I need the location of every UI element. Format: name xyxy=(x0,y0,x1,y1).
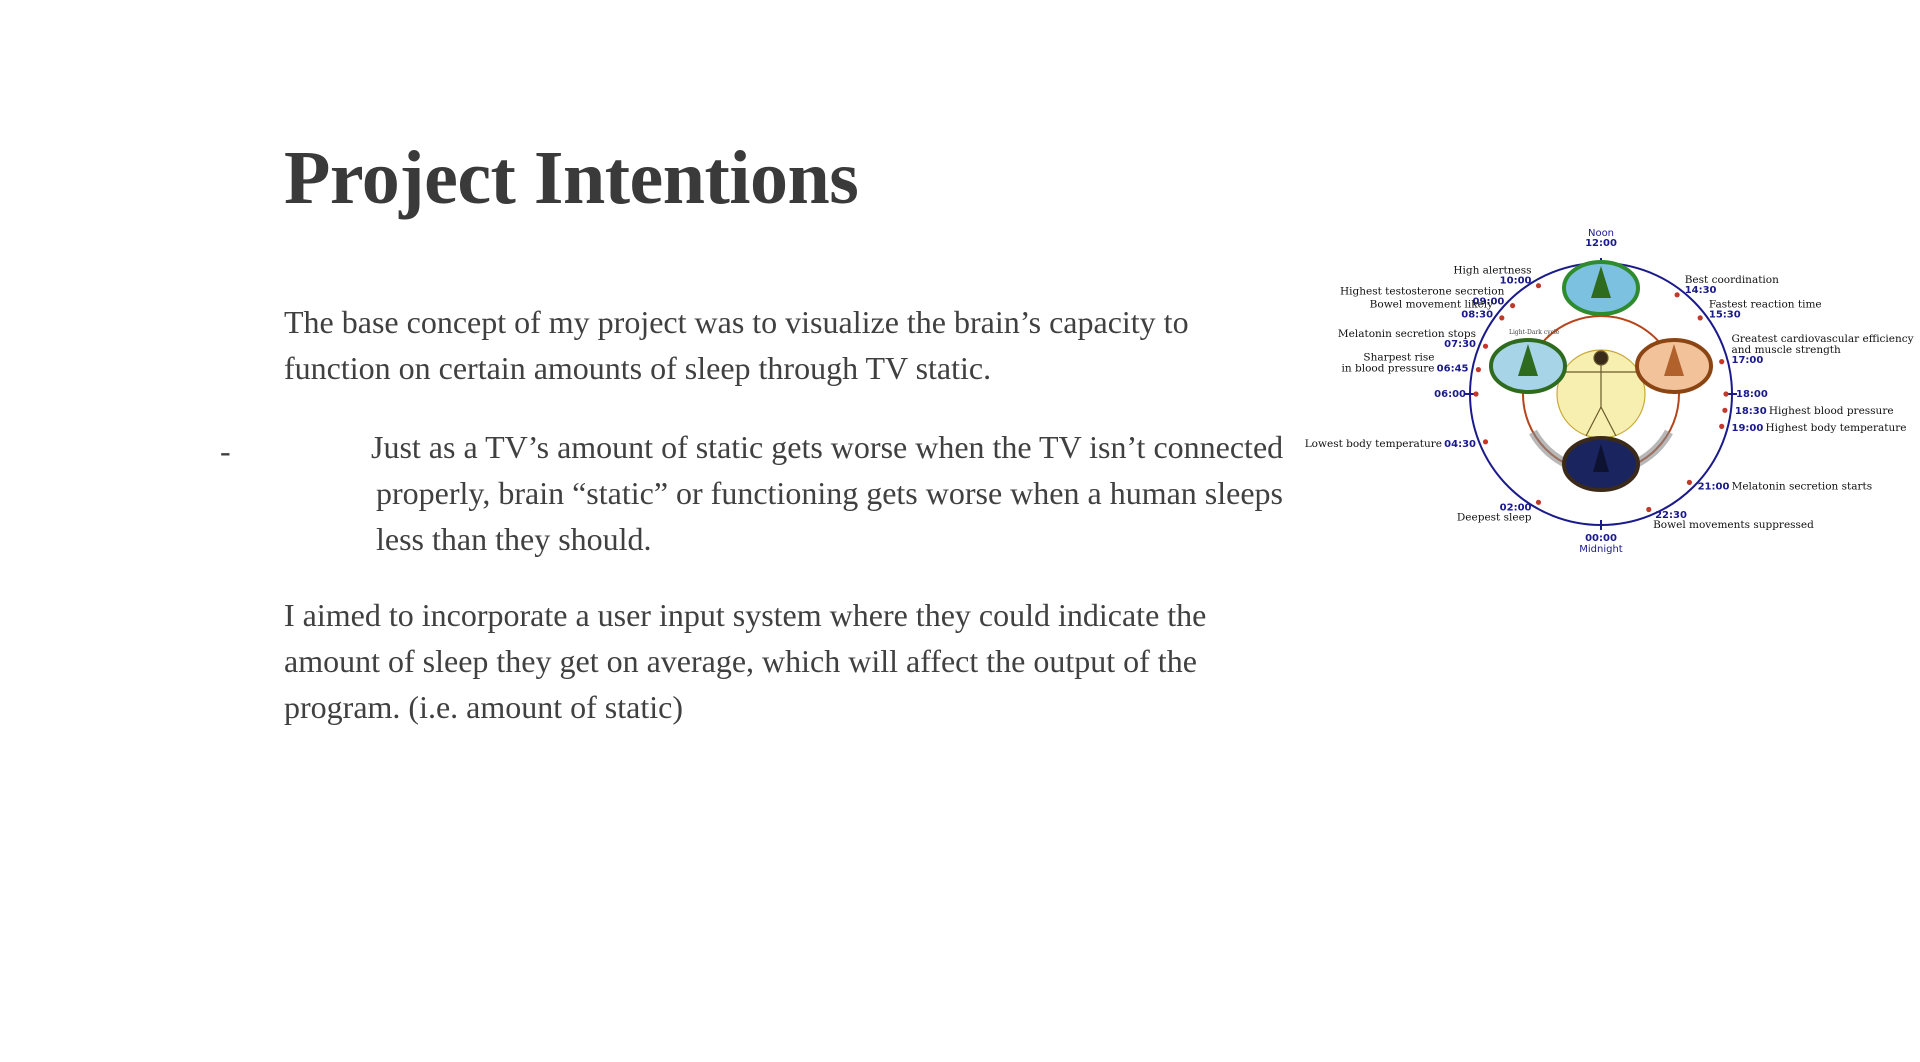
event-label: Highest testosterone secretion xyxy=(1340,285,1505,297)
midnight-time: 00:00 xyxy=(1585,533,1617,544)
light-dark-label: Light-Dark cycle xyxy=(1509,329,1560,336)
vitruvian-figure xyxy=(1556,349,1646,439)
noon-time: 12:00 xyxy=(1585,238,1617,249)
event-marker xyxy=(1723,391,1729,397)
event-time: 08:30 xyxy=(1461,309,1493,320)
event-time: 14:30 xyxy=(1685,285,1717,296)
event-time: 18:00 xyxy=(1736,389,1768,400)
event-time: 21:00 xyxy=(1698,482,1730,493)
event-time: 18:30 xyxy=(1735,406,1767,417)
event-marker xyxy=(1510,303,1516,309)
slide-title: Project Intentions xyxy=(284,136,859,220)
event-label: Highest body temperature xyxy=(1766,422,1907,434)
event-label: Best coordination xyxy=(1685,274,1779,286)
intro-paragraph: The base concept of my project was to vi… xyxy=(284,304,1189,386)
event-label: Fastest reaction time xyxy=(1709,298,1822,310)
event-label: Sharpest rise xyxy=(1363,351,1434,363)
event-label: Melatonin secretion stops xyxy=(1338,328,1476,340)
event-time: 06:45 xyxy=(1437,363,1469,374)
event-time: 09:00 xyxy=(1473,296,1505,307)
event-time: 07:30 xyxy=(1444,339,1476,350)
bullet-marker: - xyxy=(220,433,231,469)
clock-event: 17:00 Greatest cardiovascular efficiencya… xyxy=(1719,333,1914,366)
event-time: 15:30 xyxy=(1709,309,1741,320)
event-marker xyxy=(1722,407,1728,413)
event-marker xyxy=(1719,423,1725,429)
event-label: Bowel movement likely xyxy=(1370,298,1493,310)
bullet-paragraph: Just as a TV’s amount of static gets wor… xyxy=(371,429,1284,557)
event-label: Melatonin secretion starts xyxy=(1732,481,1873,493)
night-tree xyxy=(1593,444,1609,472)
event-marker xyxy=(1719,359,1725,365)
event-marker xyxy=(1646,506,1652,513)
event-marker xyxy=(1482,439,1489,445)
event-label: Deepest sleep xyxy=(1457,511,1532,523)
noon-tree xyxy=(1591,266,1611,298)
morning-tree xyxy=(1518,344,1538,376)
event-time: 10:00 xyxy=(1500,276,1532,287)
circadian-clock-diagram: Noon 12:00 00:00 Midnight Light-Dark cyc… xyxy=(1305,228,1914,555)
midnight-label: Midnight xyxy=(1579,544,1623,555)
evening-tree xyxy=(1664,344,1684,376)
clock-event: 06:00 xyxy=(1434,389,1479,400)
event-label: Greatest cardiovascular efficiency xyxy=(1732,333,1914,345)
event-time: 06:00 xyxy=(1434,389,1466,400)
event-marker xyxy=(1473,391,1479,397)
event-marker xyxy=(1535,499,1542,505)
event-label: High alertness xyxy=(1453,265,1531,277)
event-time: 04:30 xyxy=(1444,439,1476,450)
event-label: Highest blood pressure xyxy=(1769,405,1894,417)
event-marker xyxy=(1475,367,1481,373)
event-marker xyxy=(1674,292,1680,298)
event-time: 19:00 xyxy=(1732,423,1764,434)
event-label-line2: in blood pressure xyxy=(1342,362,1435,374)
second-paragraph: I aimed to incorporate a user input syst… xyxy=(284,597,1207,725)
event-label: Bowel movements suppressed xyxy=(1653,519,1814,531)
event-marker xyxy=(1482,343,1489,349)
event-time: 02:00 xyxy=(1500,502,1532,513)
clock-event: 18:00 xyxy=(1723,389,1768,400)
event-marker xyxy=(1535,283,1542,289)
event-marker xyxy=(1499,315,1505,321)
event-time: 22:30 xyxy=(1655,510,1687,521)
event-marker xyxy=(1686,479,1692,485)
event-label: Lowest body temperature xyxy=(1305,438,1442,450)
event-marker xyxy=(1697,315,1703,321)
event-time: 17:00 xyxy=(1732,355,1764,366)
noon-label: Noon xyxy=(1588,228,1614,239)
event-label-line2: and muscle strength xyxy=(1732,344,1842,356)
